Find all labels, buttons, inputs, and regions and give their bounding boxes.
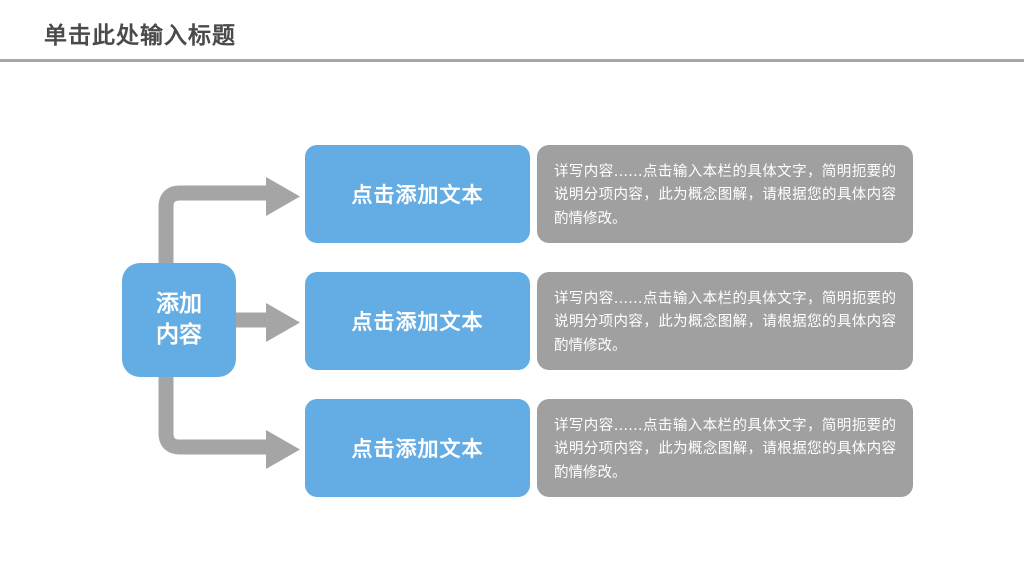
row-label-button[interactable]: 点击添加文本 xyxy=(305,399,530,497)
straight-right-arrow xyxy=(232,303,300,342)
row-label-button[interactable]: 点击添加文本 xyxy=(305,272,530,370)
hub-label-line1: 添加 xyxy=(156,291,202,318)
row-body-text[interactable]: 详写内容……点击输入本栏的具体文字，简明扼要的说明分项内容，此为概念图解，请根据… xyxy=(537,272,913,370)
title-divider xyxy=(0,59,1024,62)
row-label-button[interactable]: 点击添加文本 xyxy=(305,145,530,243)
hub-box[interactable]: 添加 内容 xyxy=(122,263,236,377)
hub-label-line2: 内容 xyxy=(156,322,202,348)
page-title[interactable]: 单击此处输入标题 xyxy=(44,23,236,49)
row-body-text[interactable]: 详写内容……点击输入本栏的具体文字，简明扼要的说明分项内容，此为概念图解，请根据… xyxy=(537,399,913,497)
row-body-text[interactable]: 详写内容……点击输入本栏的具体文字，简明扼要的说明分项内容，此为概念图解，请根据… xyxy=(537,145,913,243)
